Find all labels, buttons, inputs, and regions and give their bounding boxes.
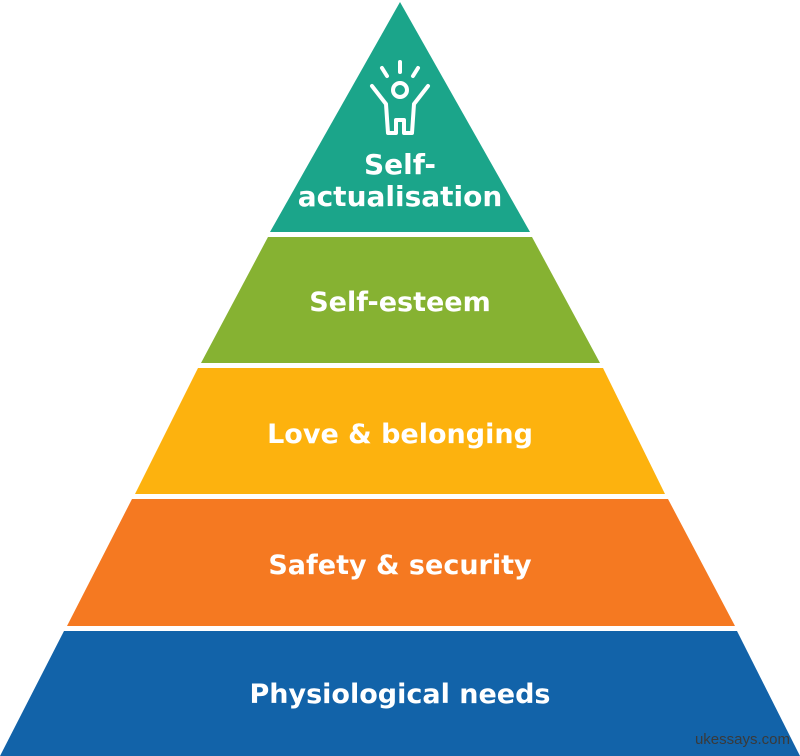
tier-self-esteem [201, 237, 600, 363]
label-physiological-needs: Physiological needs [250, 679, 551, 710]
tier-self-actualisation [270, 2, 530, 232]
watermark: ukessays.com [694, 731, 790, 748]
label-love-belonging: Love & belonging [267, 419, 533, 450]
person-arms-raised-icon [370, 60, 430, 135]
tier-safety-security [67, 499, 735, 626]
label-self-actualisation-line2: actualisation [298, 180, 503, 213]
tier-love-belonging [135, 368, 665, 494]
label-self-actualisation-line1: Self- [364, 148, 436, 181]
label-safety-security: Safety & security [268, 550, 532, 581]
tier-physiological-needs [0, 631, 800, 756]
label-self-esteem: Self-esteem [309, 287, 491, 318]
